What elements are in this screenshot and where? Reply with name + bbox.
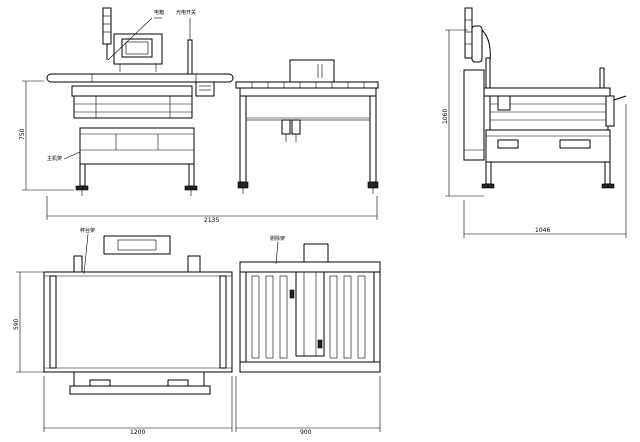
top-conveyor-belt <box>43 271 233 373</box>
dim-top-depth: 590 <box>13 318 20 330</box>
roller-conveyor <box>235 81 379 89</box>
reject-frame-bottom <box>239 361 381 373</box>
label-reject-frame: 剔除架 <box>270 235 285 242</box>
foot <box>75 185 89 191</box>
photo-switch-post <box>187 39 193 75</box>
reject-leg <box>369 95 377 183</box>
main-frame <box>79 127 195 165</box>
dim-right-top-width: 900 <box>300 429 312 436</box>
reject-frame-top <box>239 261 381 273</box>
reject-box <box>289 59 335 83</box>
conveyor-belt <box>46 73 234 83</box>
top-electric-box <box>103 235 171 255</box>
side-conveyor <box>479 87 611 97</box>
dim-side-height: 1060 <box>442 109 449 124</box>
upper-frame <box>71 85 193 97</box>
side-view: 1060 1046 <box>442 7 627 238</box>
foot <box>184 185 198 191</box>
reject-leg <box>239 95 247 183</box>
top-view-reject: 剔除架 900 <box>235 235 381 436</box>
side-signal-tower <box>464 7 473 59</box>
junction-box <box>195 81 215 97</box>
reject-rollers <box>251 275 366 359</box>
top-view: 秤台架 590 1200 <box>13 227 233 436</box>
label-photo-switch: 光电开关 <box>176 9 196 16</box>
dim-front-total-width: 2135 <box>204 217 219 224</box>
dim-side-width: 1046 <box>535 227 550 234</box>
front-view-reject: 2135 <box>46 59 379 224</box>
front-view: 电箱 光电开关 主机架 750 <box>19 7 234 196</box>
weighing-section <box>73 95 193 119</box>
dim-top-length: 1200 <box>130 429 145 436</box>
hmi-screen <box>121 38 153 58</box>
top-reject-box <box>303 243 329 263</box>
signal-tower <box>102 7 112 45</box>
label-main-frame: 主机架 <box>47 155 62 162</box>
label-weigh-table: 秤台架 <box>80 227 95 234</box>
dim-front-height: 750 <box>19 128 26 140</box>
label-electric-box: 电箱 <box>154 9 164 16</box>
top-base <box>69 385 211 395</box>
